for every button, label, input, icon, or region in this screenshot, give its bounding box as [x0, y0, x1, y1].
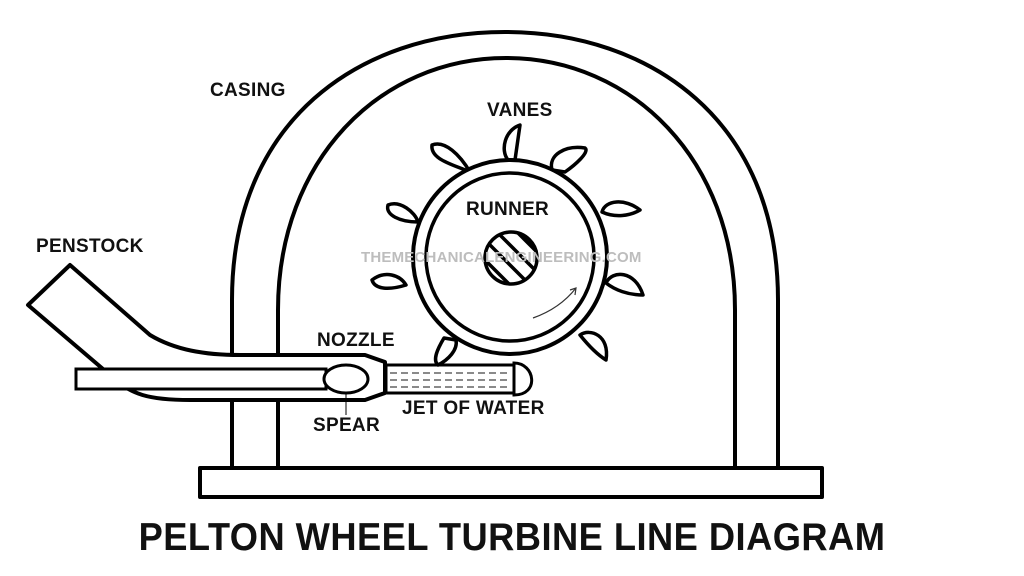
label-spear: SPEAR — [313, 415, 380, 436]
label-nozzle: NOZZLE — [317, 330, 395, 351]
spear-tip — [322, 363, 370, 395]
casing-inner — [276, 56, 737, 470]
label-jet-of-water: JET OF WATER — [402, 398, 545, 419]
runner-inner — [424, 171, 596, 343]
label-vanes: VANES — [487, 100, 553, 121]
casing-outer — [230, 30, 780, 470]
label-runner: RUNNER — [466, 199, 550, 220]
shaft — [483, 230, 539, 286]
vanes — [370, 123, 645, 367]
spear-rod — [74, 367, 328, 391]
label-penstock: PENSTOCK — [36, 236, 144, 257]
watermark: THEMECHANICALENGINEERING.COM — [361, 249, 642, 266]
jet-of-water — [384, 363, 516, 395]
jet-splash — [512, 361, 534, 397]
diagram-title: PELTON WHEEL TURBINE LINE DIAGRAM — [138, 516, 886, 559]
label-casing: CASING — [210, 80, 286, 101]
base — [198, 466, 824, 499]
rotation-arrow — [532, 287, 577, 319]
